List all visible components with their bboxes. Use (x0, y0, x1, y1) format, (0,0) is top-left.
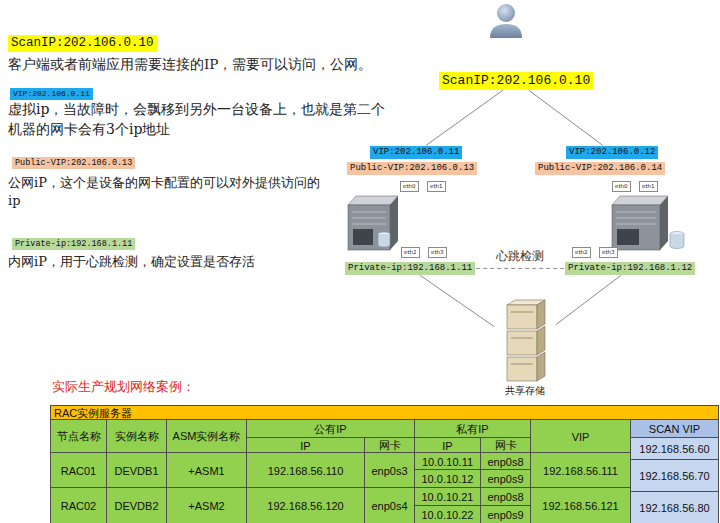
node-text: ScanIP:202.106.0.10 (11, 36, 154, 50)
node-text: eth0 (615, 183, 628, 189)
node-text: Private-ip:192.168.1.11 (15, 239, 132, 249)
table-cell: 节点名称 (50, 419, 107, 454)
table-cell: enp0s9 (480, 505, 531, 523)
ip-highlight: ScanIP:202.106.0.10 (8, 35, 157, 52)
table-cell: ASM实例名称 (166, 419, 247, 454)
port-box: eth1 (427, 181, 446, 192)
ip-highlight: VIP:202.106.0.11 (10, 88, 93, 100)
node-text: Public-VIP:202.106.0.13 (15, 158, 132, 168)
table-cell: 私有IP (414, 419, 531, 439)
table-cell: DEVDB2 (106, 487, 167, 523)
note-text: 虚拟ip，当故障时，会飘移到另外一台设备上，也就是第二个机器的网卡会有3个ip地… (8, 100, 390, 139)
port-box: eth0 (400, 181, 419, 192)
note-text: 实际生产规划网络案例： (52, 378, 195, 396)
node-text: VIP:202.106.0.12 (569, 147, 655, 157)
edge-label: 心跳检测 (494, 248, 546, 265)
note-text: 客户端或者前端应用需要连接的IP，需要可以访问，公网。 (8, 55, 388, 74)
table-cell: 192.168.56.110 (246, 452, 365, 489)
table-cell: 公有IP (246, 419, 415, 439)
node-text: eth3 (602, 249, 615, 255)
table-cell: 192.168.56.121 (530, 487, 631, 523)
private-ip-box: Private-ip:192.168.1.11 (345, 262, 475, 275)
table-cell: enp0s8 (480, 487, 531, 507)
user-icon (490, 4, 522, 38)
port-box: eth2 (572, 247, 591, 258)
node-text: eth3 (431, 249, 444, 255)
connector (476, 268, 564, 269)
table-cell: 实例名称 (106, 419, 167, 454)
node-text: Public-VIP:202.106.0.14 (538, 163, 662, 173)
node-text: eth2 (404, 249, 417, 255)
scan-ip-box: ScanIP:202.106.0.10 (439, 72, 593, 90)
node-text: Private-ip:192.168.1.11 (348, 263, 472, 273)
note-text: 内网iP，用于心跳检测，确定设置是否存活 (8, 253, 338, 271)
vip-box: VIP:202.106.0.12 (566, 146, 658, 159)
public-ip-box: Public-VIP:202.106.0.13 (347, 162, 477, 175)
connector (529, 90, 603, 145)
table-cell: 10.0.10.21 (414, 487, 481, 507)
private-ip-box: Private-ip:192.168.1.12 (565, 262, 695, 275)
table-cell: 10.0.10.12 (414, 469, 481, 489)
connector (420, 275, 494, 326)
table-cell: 10.0.10.22 (414, 505, 481, 523)
note-text: 公网iP，这个是设备的网卡配置的可以对外提供访问的ip (8, 174, 328, 210)
ip-highlight: Private-ip:192.168.1.11 (12, 238, 135, 250)
table-cell: enp0s4 (364, 487, 415, 523)
table-cell: 192.168.56.80 (630, 491, 719, 523)
server-icon (612, 196, 684, 250)
table-cell: RAC01 (50, 452, 107, 489)
node-text: eth1 (430, 183, 443, 189)
node-text: eth2 (575, 249, 588, 255)
server-icon (348, 196, 398, 250)
table-cell: +ASM1 (166, 452, 247, 489)
node-text: Public-VIP:202.106.0.13 (350, 163, 474, 173)
table-cell: 192.168.56.120 (246, 487, 365, 523)
node-text: eth0 (403, 183, 416, 189)
node-text: eth1 (642, 183, 655, 189)
table-cell: 192.168.56.70 (630, 459, 719, 493)
table-cell: RAC02 (50, 487, 107, 523)
storage-icon (507, 300, 545, 381)
port-box: eth3 (428, 247, 447, 258)
node-text: Private-ip:192.168.1.12 (568, 263, 692, 273)
table-cell: enp0s3 (364, 452, 415, 489)
vip-box: VIP:202.106.0.11 (370, 146, 462, 159)
table-cell: 192.168.56.111 (530, 452, 631, 489)
node-text: 共享存储 (505, 384, 545, 398)
table-cell: VIP (530, 419, 631, 454)
connector (426, 90, 503, 145)
connector (556, 275, 621, 324)
node-text: ScanIP:202.106.0.10 (442, 73, 590, 88)
table-cell: +ASM2 (166, 487, 247, 523)
port-box: eth1 (639, 181, 658, 192)
ip-highlight: Public-VIP:202.106.0.13 (12, 157, 135, 169)
node-text: VIP:202.106.0.11 (13, 89, 90, 98)
port-box: eth3 (599, 247, 618, 258)
node-text: VIP:202.106.0.11 (373, 147, 459, 157)
storage-node: 共享存储 (495, 298, 555, 398)
port-box: eth2 (401, 247, 420, 258)
table-cell: 192.168.56.60 (630, 437, 719, 461)
public-ip-box: Public-VIP:202.106.0.14 (535, 162, 665, 175)
table-cell: DEVDB1 (106, 452, 167, 489)
table-cell: enp0s9 (480, 469, 531, 489)
table-cell: SCAN VIP (630, 419, 719, 439)
port-box: eth0 (612, 181, 631, 192)
